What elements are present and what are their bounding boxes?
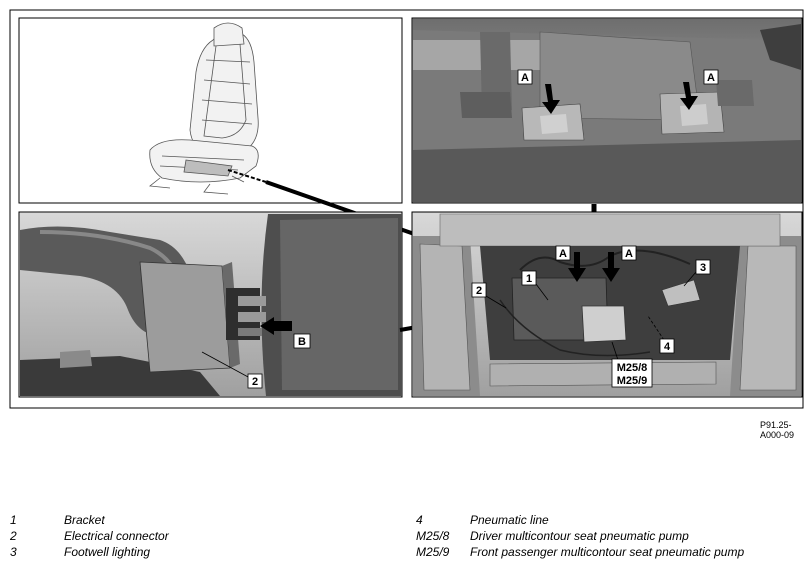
legend-right: 4 Pneumatic line M25/8 Driver multicontour…	[416, 512, 744, 560]
legend-row: M25/8 Driver multicontour seat pneumatic …	[416, 528, 744, 544]
legend-text: Footwell lighting	[64, 545, 151, 559]
label-a-pump-left: A	[559, 248, 567, 260]
label-m25-9: M25/9	[617, 375, 648, 387]
panel-seat-overview	[18, 17, 403, 204]
legend-text: Pneumatic line	[470, 513, 549, 527]
legend-key: 3	[10, 545, 17, 559]
legend-text: Electrical connector	[64, 529, 169, 543]
legend-row: M25/9 Front passenger multicontour seat p…	[416, 544, 744, 560]
label-2-pump: 2	[476, 285, 482, 297]
label-a-right: A	[707, 72, 715, 84]
arrow-down-icon	[542, 84, 560, 114]
arrow-down-icon	[568, 252, 586, 282]
panel-pump-assembly: A A 1 2 3 4 M25/8 M25/9	[411, 211, 803, 398]
diagram-figure: A A B	[9, 9, 804, 409]
label-a-pump-right: A	[625, 248, 633, 260]
legend-key: M25/9	[416, 545, 450, 559]
legend-row: 3 Footwell lighting	[10, 544, 169, 560]
legend-key: M25/8	[416, 529, 450, 543]
panel-release-latches: A A	[411, 17, 803, 204]
label-m25-8: M25/8	[617, 362, 648, 374]
legend-key: 2	[10, 529, 17, 543]
label-3-footwell-light: 3	[700, 262, 706, 274]
figure-code: P91.25-A000-09	[760, 420, 795, 440]
leader-line-seat	[227, 169, 267, 183]
outer-frame	[9, 9, 804, 409]
label-b: B	[298, 336, 306, 348]
label-4-pneumatic-line: 4	[664, 341, 671, 353]
legend-text: Driver multicontour seat pneumatic pump	[470, 529, 689, 543]
legend-text: Front passenger multicontour seat pneuma…	[470, 545, 745, 559]
legend-left: 1 Bracket 2 Electrical connector 3 Footwell…	[10, 512, 169, 560]
panel-electrical-connector: B 2	[18, 211, 403, 398]
label-a-left: A	[521, 72, 529, 84]
legend-row: 1 Bracket	[10, 512, 169, 528]
legend-text: Bracket	[64, 513, 105, 527]
legend-row: 2 Electrical connector	[10, 528, 169, 544]
arrow-down-icon	[602, 252, 620, 282]
label-1-bracket: 1	[526, 273, 532, 285]
legend-key: 4	[416, 513, 423, 527]
legend-row: 4 Pneumatic line	[416, 512, 744, 528]
legend-key: 1	[10, 513, 17, 527]
arrow-left-icon	[260, 317, 292, 335]
label-2-connector: 2	[252, 376, 258, 388]
arrow-down-icon	[680, 82, 698, 110]
